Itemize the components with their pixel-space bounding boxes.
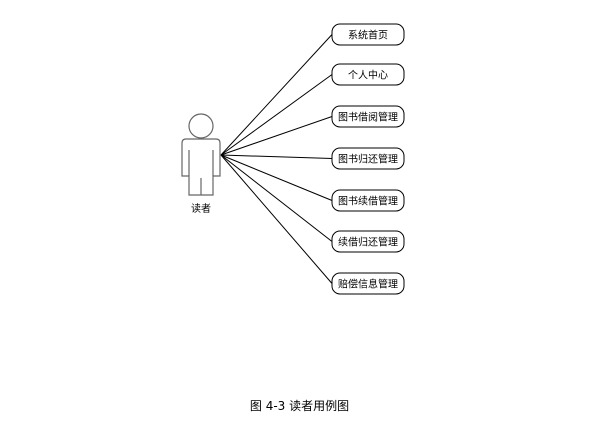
association-lines	[220, 34, 333, 284]
association-line	[220, 154, 333, 201]
association-line	[220, 116, 333, 156]
association-line	[220, 154, 333, 159]
use-case-book-return-management[interactable]: 图书归还管理	[331, 147, 405, 170]
use-case-renew-return-management[interactable]: 续借归还管理	[331, 230, 405, 253]
use-case-list: 系统首页 个人中心 图书借阅管理 图书归还管理 图书续借管理 续借归还管理 赔偿…	[331, 23, 405, 295]
use-case-label: 图书归还管理	[338, 153, 398, 166]
use-case-book-borrow-management[interactable]: 图书借阅管理	[331, 105, 405, 128]
association-line	[220, 74, 333, 156]
use-case-label: 图书借阅管理	[338, 111, 398, 124]
use-case-compensation-management[interactable]: 赔偿信息管理	[331, 272, 405, 295]
use-case-home[interactable]: 系统首页	[331, 23, 405, 46]
actor-reader: 读者	[181, 113, 221, 215]
stick-figure-actor-icon	[181, 113, 221, 196]
figure-caption: 图 4-3 读者用例图	[249, 399, 350, 413]
use-case-label: 赔偿信息管理	[338, 278, 398, 291]
use-case-label: 个人中心	[348, 69, 388, 82]
association-line	[220, 154, 333, 284]
use-case-personal-center[interactable]: 个人中心	[331, 63, 405, 86]
use-case-label: 图书续借管理	[338, 195, 398, 208]
actor-label: 读者	[191, 202, 211, 215]
use-case-label: 系统首页	[348, 29, 388, 42]
use-case-label: 续借归还管理	[338, 236, 398, 249]
association-line	[220, 154, 333, 242]
use-case-book-renew-management[interactable]: 图书续借管理	[331, 189, 405, 212]
association-line	[220, 34, 333, 156]
